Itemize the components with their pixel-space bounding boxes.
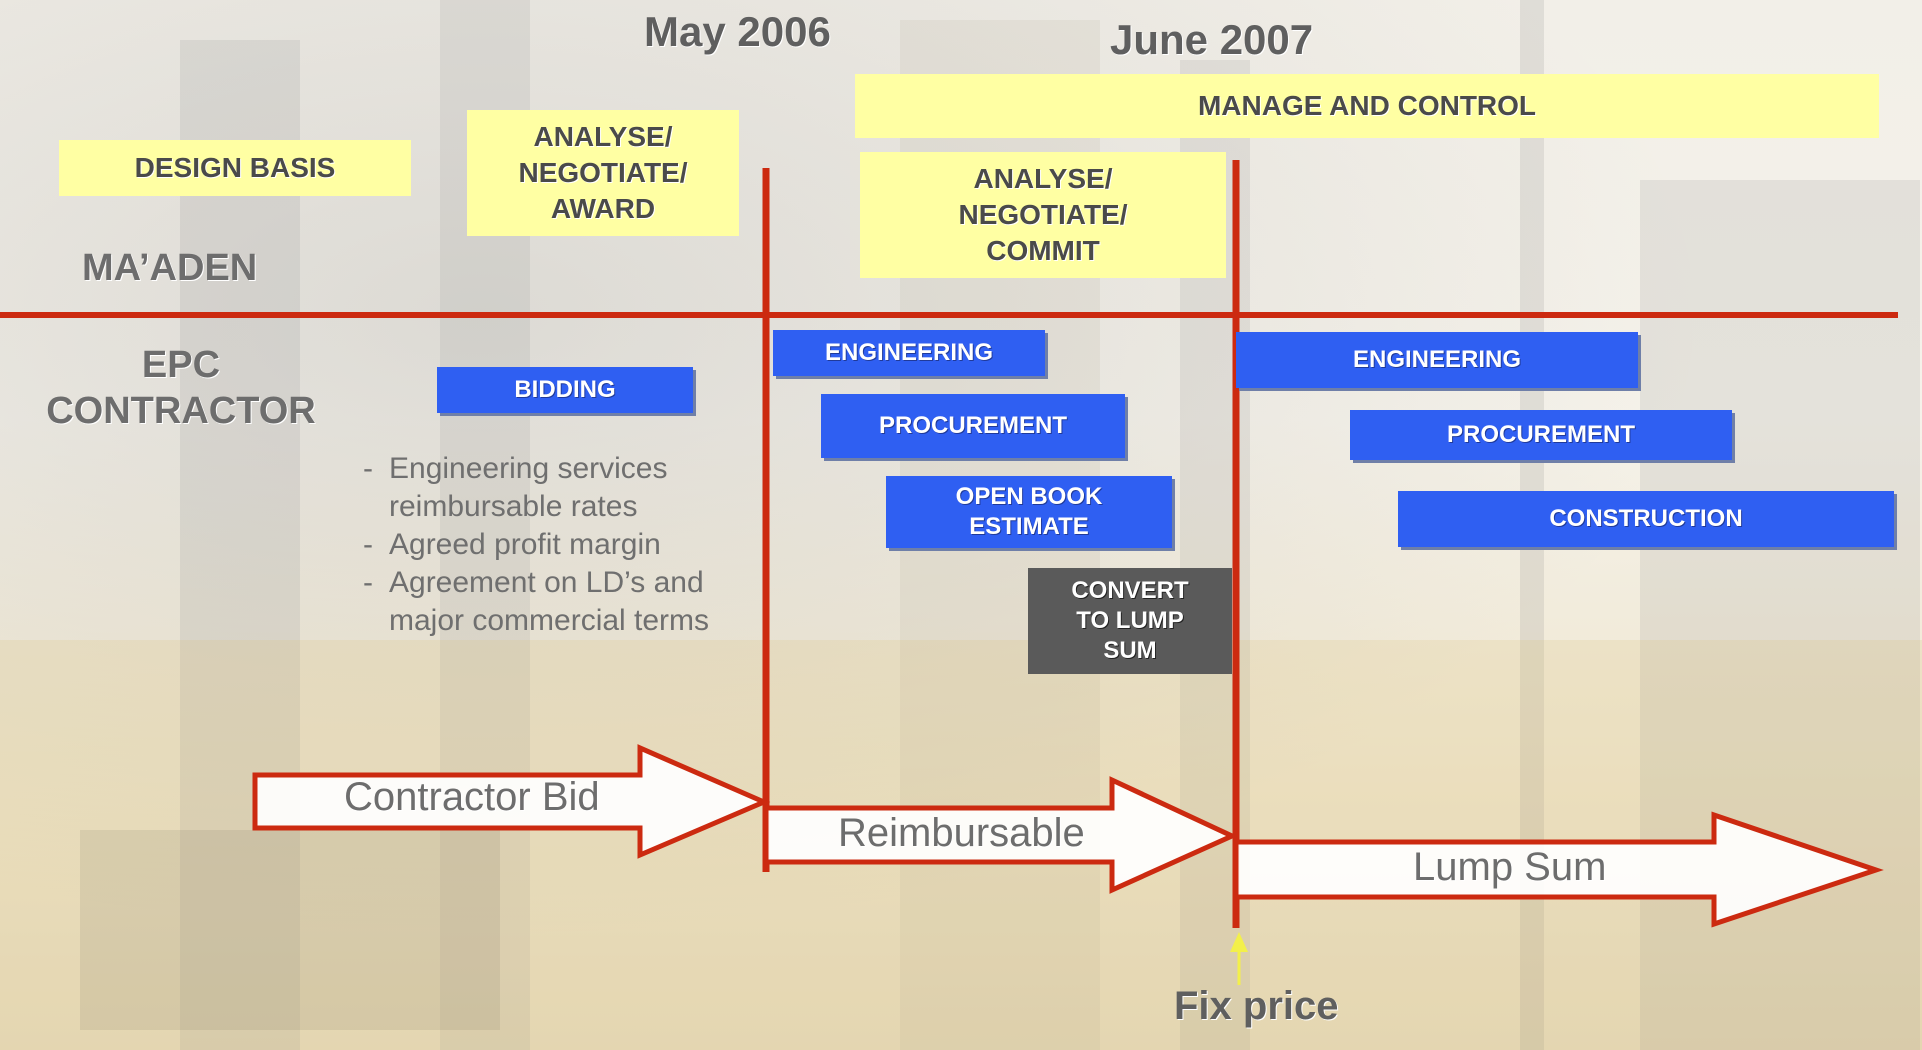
engineering-box-phase-2: ENGINEERING bbox=[1236, 332, 1638, 388]
open-book-estimate-box: OPEN BOOK ESTIMATE bbox=[886, 476, 1172, 548]
lump-sum-label: Lump Sum bbox=[1413, 845, 1607, 889]
procurement-box-phase-1: PROCUREMENT bbox=[821, 394, 1125, 458]
convert-to-lump-sum-box: CONVERT TO LUMP SUM bbox=[1028, 568, 1232, 674]
manage-control-box: MANAGE AND CONTROL bbox=[855, 74, 1879, 138]
bidding-box: BIDDING bbox=[437, 367, 693, 413]
reimbursable-label: Reimbursable bbox=[838, 811, 1085, 855]
reimbursable-arrow bbox=[763, 776, 1239, 894]
date-may-2006: May 2006 bbox=[644, 8, 831, 55]
analyse-commit-box: ANALYSE/ NEGOTIATE/ COMMIT bbox=[860, 152, 1226, 278]
fix-price-marker bbox=[1230, 932, 1248, 952]
bid-term-item: Engineering services reimbursable rates bbox=[363, 450, 723, 526]
fix-price-label: Fix price bbox=[1174, 984, 1339, 1028]
bid-term-item: Agreed profit margin bbox=[363, 526, 723, 564]
procurement-box-phase-2: PROCUREMENT bbox=[1350, 410, 1732, 460]
date-june-2007: June 2007 bbox=[1110, 16, 1314, 63]
analyse-award-box: ANALYSE/ NEGOTIATE/ AWARD bbox=[467, 110, 739, 236]
construction-box: CONSTRUCTION bbox=[1398, 491, 1894, 547]
lump-sum-arrow bbox=[1233, 811, 1884, 928]
contractor-bid-label: Contractor Bid bbox=[344, 775, 600, 819]
bid-terms-list: Engineering services reimbursable rates … bbox=[363, 450, 723, 640]
design-basis-box: DESIGN BASIS bbox=[59, 140, 411, 196]
owner-label: MA’ADEN bbox=[82, 247, 258, 289]
contractor-label: EPC CONTRACTOR bbox=[46, 344, 316, 432]
engineering-box-phase-1: ENGINEERING bbox=[773, 330, 1045, 376]
contractor-bid-arrow bbox=[252, 744, 771, 859]
bid-term-item: Agreement on LD’s and major commercial t… bbox=[363, 564, 723, 640]
